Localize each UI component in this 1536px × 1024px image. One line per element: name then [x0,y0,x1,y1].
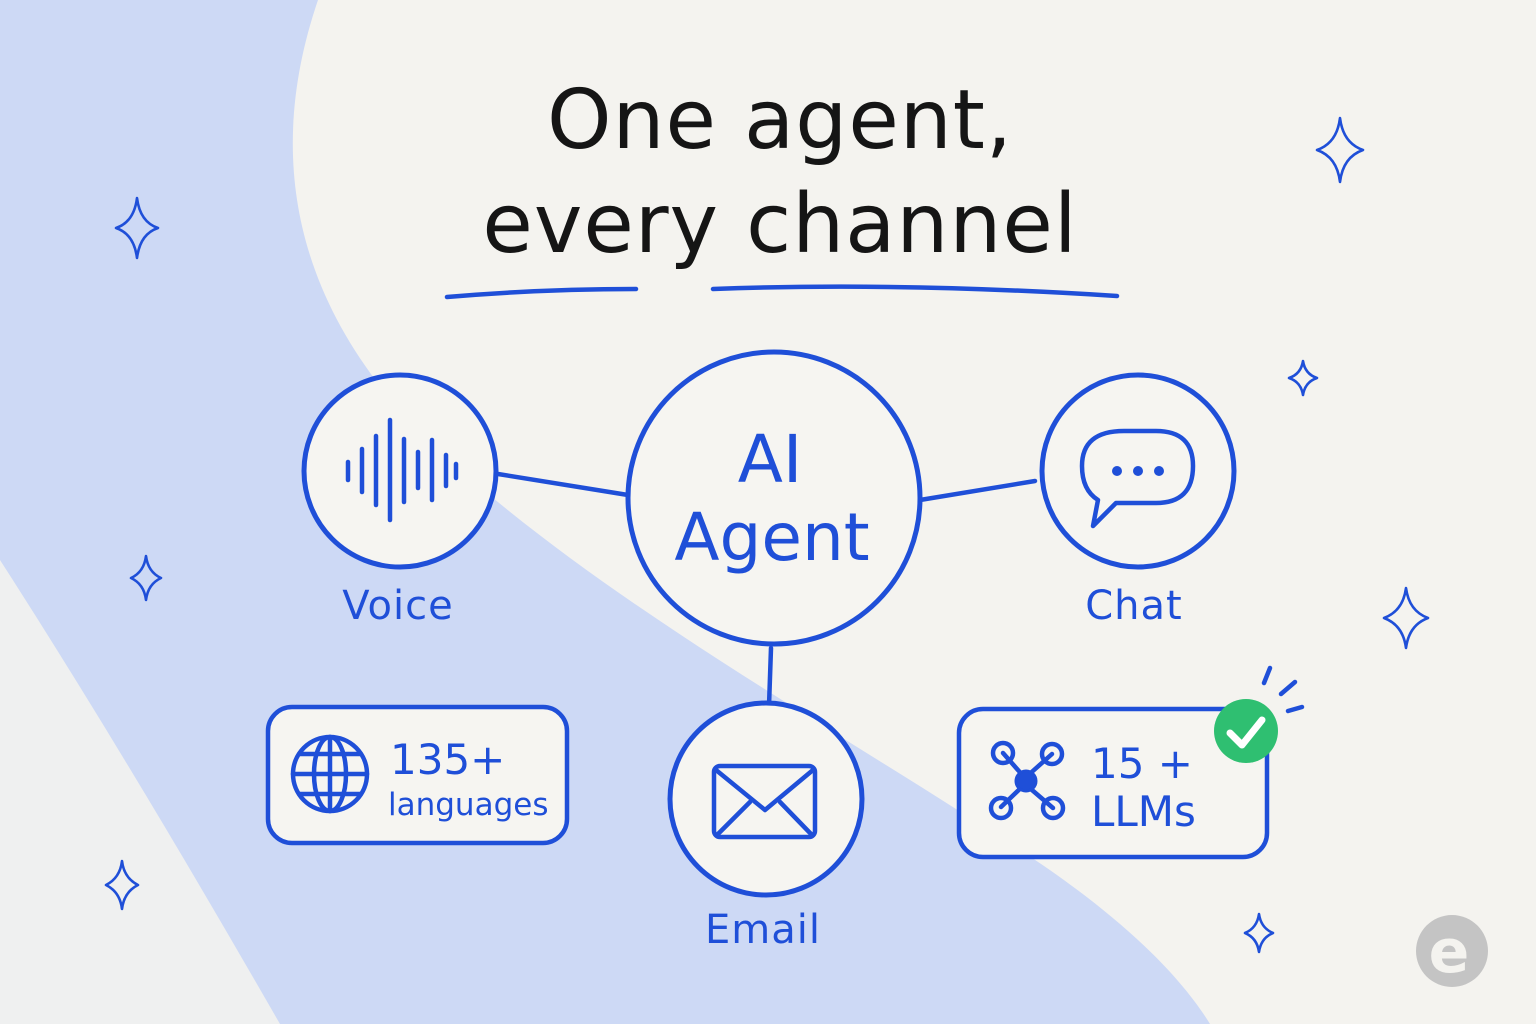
title-underline [444,284,1120,300]
ai-agent-node: AI Agent [625,349,923,647]
globe-icon [290,734,370,814]
network-icon [988,740,1066,821]
voice-node: Voice [301,372,499,629]
brand-logo: e [1416,915,1488,987]
background-swoosh-lower [0,560,280,1024]
chat-label: Chat [1085,583,1182,629]
sparkle-icon [1287,359,1319,397]
title-line-1: One agent, [547,73,1013,168]
sparkle-icon [1315,116,1365,184]
languages-card: 135+ languages [265,704,570,846]
llms-label: LLMs [1091,787,1196,836]
languages-label: languages [388,787,548,823]
sparkle-icon [1243,912,1275,954]
sparkle-icons [104,116,1430,954]
title-line-2: every channel [482,177,1077,272]
llms-value: 15 + [1091,739,1193,788]
voice-label: Voice [342,583,453,629]
connector-lines [495,471,1038,709]
sparkle-icon [1382,586,1430,650]
llms-card: 15 + LLMs [956,665,1305,860]
sparkle-icon [129,554,163,602]
email-label: Email [705,907,821,953]
ai-agent-label-line-1: AI [738,421,803,498]
brand-logo-letter: e [1429,917,1470,987]
sound-wave-icon [345,417,459,523]
envelope-icon [711,763,818,840]
email-node: Email [667,700,865,953]
ai-agent-label-line-2: Agent [674,499,869,576]
sparkle-icon [104,859,140,911]
chat-node: Chat [1039,372,1237,629]
check-badge-icon [1214,665,1305,763]
chat-bubble-icon [1079,428,1196,529]
languages-value: 135+ [390,735,505,784]
sparkle-icon [114,196,160,260]
